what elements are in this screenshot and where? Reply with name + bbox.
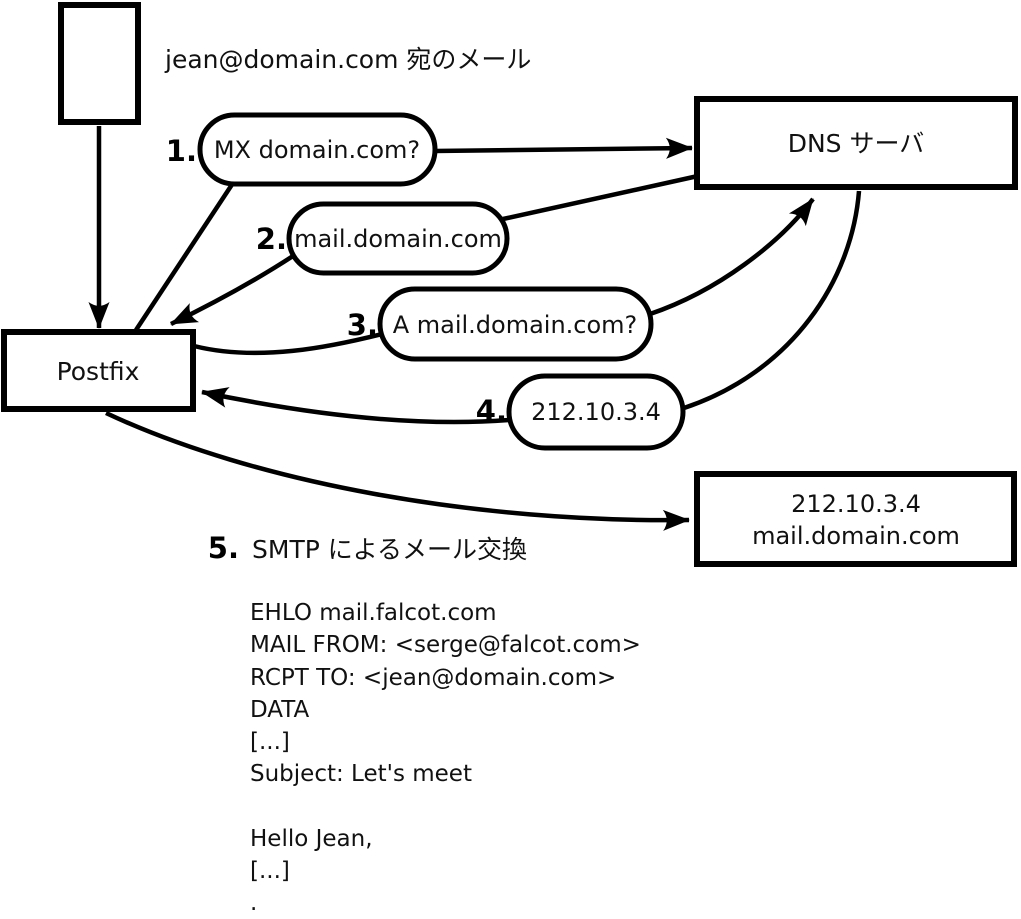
smtp-line: MAIL FROM: <serge@falcot.com> (250, 632, 641, 658)
mail-server-host-label: mail.domain.com (752, 522, 960, 550)
smtp-line: EHLO mail.falcot.com (250, 600, 497, 626)
mail-message-box (58, 2, 141, 125)
postfix-box (1, 329, 196, 412)
edge-dns-to-pill2 (502, 173, 699, 222)
arrow-pill2-to-postfix (170, 254, 295, 327)
step5-smtp-label: SMTP によるメール交換 (252, 535, 527, 564)
step-number-4: 4. (476, 394, 507, 428)
mail-destination-label: jean@domain.com 宛のメール (164, 45, 531, 74)
edge-dns-to-pill4 (683, 190, 862, 411)
step-number-3: 3. (347, 308, 378, 342)
query-pill-3 (377, 286, 654, 362)
step-number-5: 5. (208, 531, 239, 565)
mail-server-box (694, 471, 1017, 567)
step3-query-label: A mail.domain.com? (393, 311, 638, 339)
smtp-line: DATA (250, 697, 310, 723)
step4-answer-label: 212.10.3.4 (531, 398, 661, 426)
smtp-line: RCPT TO: <jean@domain.com> (250, 665, 616, 691)
mail-server-ip-label: 212.10.3.4 (791, 490, 921, 518)
query-pill-1 (197, 112, 438, 187)
edge-postfix-to-pill1 (134, 181, 235, 332)
postfix-label: Postfix (57, 357, 140, 386)
smtp-line: Hello Jean, (250, 826, 373, 852)
smtp-line: . (250, 890, 257, 916)
arrow-postfix-to-mailserver (105, 410, 690, 531)
arrow-pill4-to-postfix (201, 387, 510, 425)
edge-postfix-to-pill3 (193, 331, 383, 356)
dns-server-label: DNS サーバ (788, 129, 925, 158)
smtp-line: [...] (250, 858, 290, 884)
answer-pill-4 (506, 373, 686, 451)
step1-query-label: MX domain.com? (214, 136, 420, 164)
step-number-2: 2. (256, 222, 287, 256)
arrow-pill1-to-dns (433, 137, 693, 159)
step-number-1: 1. (166, 134, 197, 168)
smtp-line: [...] (250, 729, 290, 755)
dns-server-box (694, 96, 1018, 190)
smtp-session-block: EHLO mail.falcot.com MAIL FROM: <serge@f… (250, 600, 641, 916)
smtp-line: Subject: Let's meet (250, 761, 472, 787)
answer-pill-2 (286, 201, 510, 276)
arrow-pill3-to-dns (649, 197, 815, 317)
step2-answer-label: mail.domain.com (294, 225, 502, 253)
